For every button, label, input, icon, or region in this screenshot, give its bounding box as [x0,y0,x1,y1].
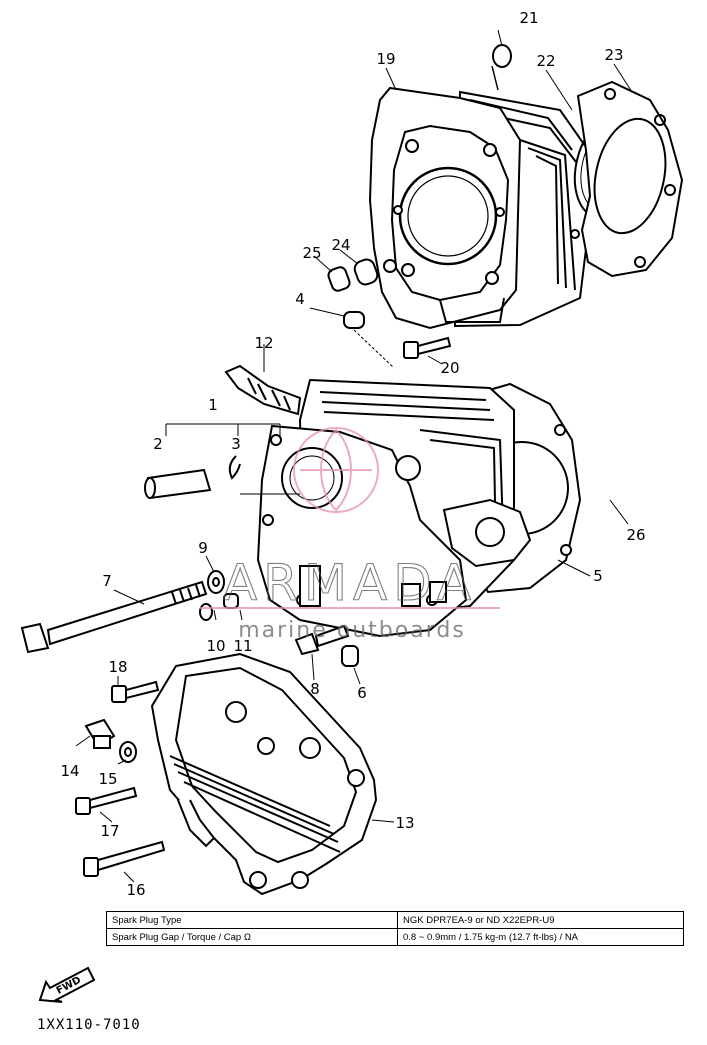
valve-guide [144,455,300,500]
watermark: ARMADA marine outboards [200,427,500,643]
table-row: Spark Plug Gap / Torque / Cap Ω 0.8 ~ 0.… [106,928,684,946]
spec-value: NGK DPR7EA-9 or ND X22EPR-U9 [397,911,684,929]
forward-arrow-icon: FWD [38,966,96,1003]
washers-9-10-11 [199,570,239,621]
callout-8: 8 [310,680,320,698]
part-code: 1XX110-7010 [37,1017,141,1033]
callout-19: 19 [376,50,395,68]
leader-lines [75,29,633,883]
callout-25: 25 [302,244,321,262]
callout-11: 11 [233,637,252,655]
callout-4: 4 [295,290,305,308]
callout-10: 10 [206,637,225,655]
table-row: Spark Plug Type NGK DPR7EA-9 or ND X22EP… [106,911,684,929]
callout-1: 1 [208,396,218,414]
callout-7: 7 [102,572,112,590]
callouts: 21 19 22 23 25 24 4 20 12 1 2 3 26 5 9 7… [60,9,645,899]
stud-bolt-7 [20,580,208,654]
plug-cap-21 [492,44,512,68]
drain-plug-14 [84,718,137,763]
callout-13: 13 [395,814,414,832]
spec-value: 0.8 ~ 0.9mm / 1.75 kg-m (12.7 ft-lbs) / … [397,928,684,946]
spec-label: Spark Plug Type [106,911,398,929]
bolt-20 [403,336,452,359]
cylinder-head [256,378,582,638]
callout-17: 17 [100,822,119,840]
watermark-tagline: marine outboards [238,618,466,643]
callout-21: 21 [519,9,538,27]
bolt-8-collar-6 [294,624,359,667]
callout-22: 22 [536,52,555,70]
callout-2: 2 [153,435,163,453]
callout-18: 18 [108,658,127,676]
watermark-brand: ARMADA [223,554,477,612]
dowel-pins [327,258,379,329]
bolts-16-17 [75,786,166,877]
callout-16: 16 [126,881,145,899]
callout-6: 6 [357,684,367,702]
spark-plug [224,364,302,416]
spec-label: Spark Plug Gap / Torque / Cap Ω [106,928,398,946]
bolt-18 [111,680,160,703]
callout-14: 14 [60,762,79,780]
head-cover [150,652,378,896]
callout-20: 20 [440,359,459,377]
callout-24: 24 [331,236,350,254]
spark-plug-spec-table: Spark Plug Type NGK DPR7EA-9 or ND X22EP… [106,911,684,946]
callout-3: 3 [231,435,241,453]
callout-9: 9 [198,539,208,557]
cylinder-gasket [573,80,684,278]
callout-23: 23 [604,46,623,64]
callout-15: 15 [98,770,117,788]
cylinder-block [368,65,594,330]
callout-26: 26 [626,526,645,544]
callout-5: 5 [593,567,603,585]
callout-12: 12 [254,334,273,352]
